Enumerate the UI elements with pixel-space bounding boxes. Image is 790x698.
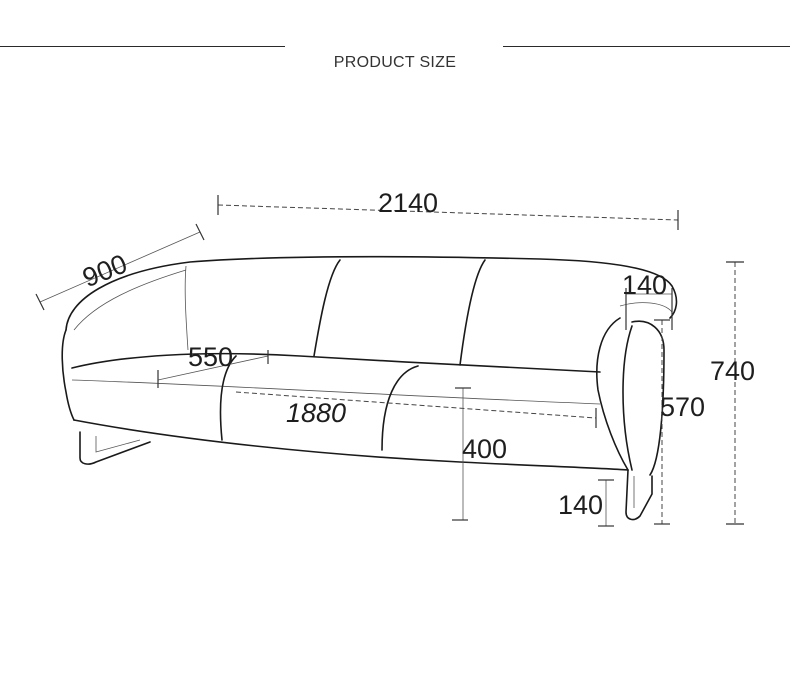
armrest-width-label: 140 <box>622 270 667 300</box>
left-leg-frame-inner <box>95 436 141 453</box>
right-arm-panel <box>622 325 633 471</box>
right-arm-top <box>619 302 673 313</box>
seat-edge <box>71 379 601 405</box>
overall-height-label: 740 <box>710 356 755 386</box>
left-arm-inner <box>73 269 187 331</box>
right-arm-side <box>631 320 665 476</box>
seat-depth-label: 550 <box>188 342 233 372</box>
sofa-back-outline <box>65 255 678 331</box>
left-arm-outline <box>61 329 75 421</box>
seat-width-label: 1880 <box>286 398 346 428</box>
overall-width-label: 2140 <box>378 188 438 218</box>
depth-tick-left <box>35 293 45 311</box>
seat-depth-line <box>157 355 269 381</box>
back-cushion-seam-2 <box>459 259 486 366</box>
header-rule-left <box>0 46 285 47</box>
dimension-lines <box>35 195 744 527</box>
seat-front-bottom <box>73 419 629 471</box>
left-leg-frame <box>79 431 151 465</box>
leg-height-label: 140 <box>558 490 603 520</box>
dimension-labels: 2140 900 550 1880 400 140 740 570 140 <box>78 188 755 520</box>
header-rule-right <box>503 46 790 47</box>
seat-width-line <box>235 391 597 419</box>
overall-width-line <box>217 204 679 221</box>
depth-tick-right <box>195 223 205 241</box>
page-title: PRODUCT SIZE <box>333 54 457 71</box>
seat-height-label: 400 <box>462 434 507 464</box>
depth-label: 900 <box>78 248 131 293</box>
depth-line <box>39 231 201 303</box>
seat-cushion-seam-2 <box>381 365 419 451</box>
sofa-illustration <box>61 255 678 521</box>
right-leg-frame <box>625 469 653 521</box>
arm-height-label: 570 <box>660 392 705 422</box>
seat-front-top <box>71 352 601 373</box>
back-panel-line <box>184 265 189 351</box>
back-cushion-seam-1 <box>313 259 341 357</box>
right-arm-front <box>596 317 629 471</box>
seat-cushion-seam-1 <box>219 355 237 441</box>
